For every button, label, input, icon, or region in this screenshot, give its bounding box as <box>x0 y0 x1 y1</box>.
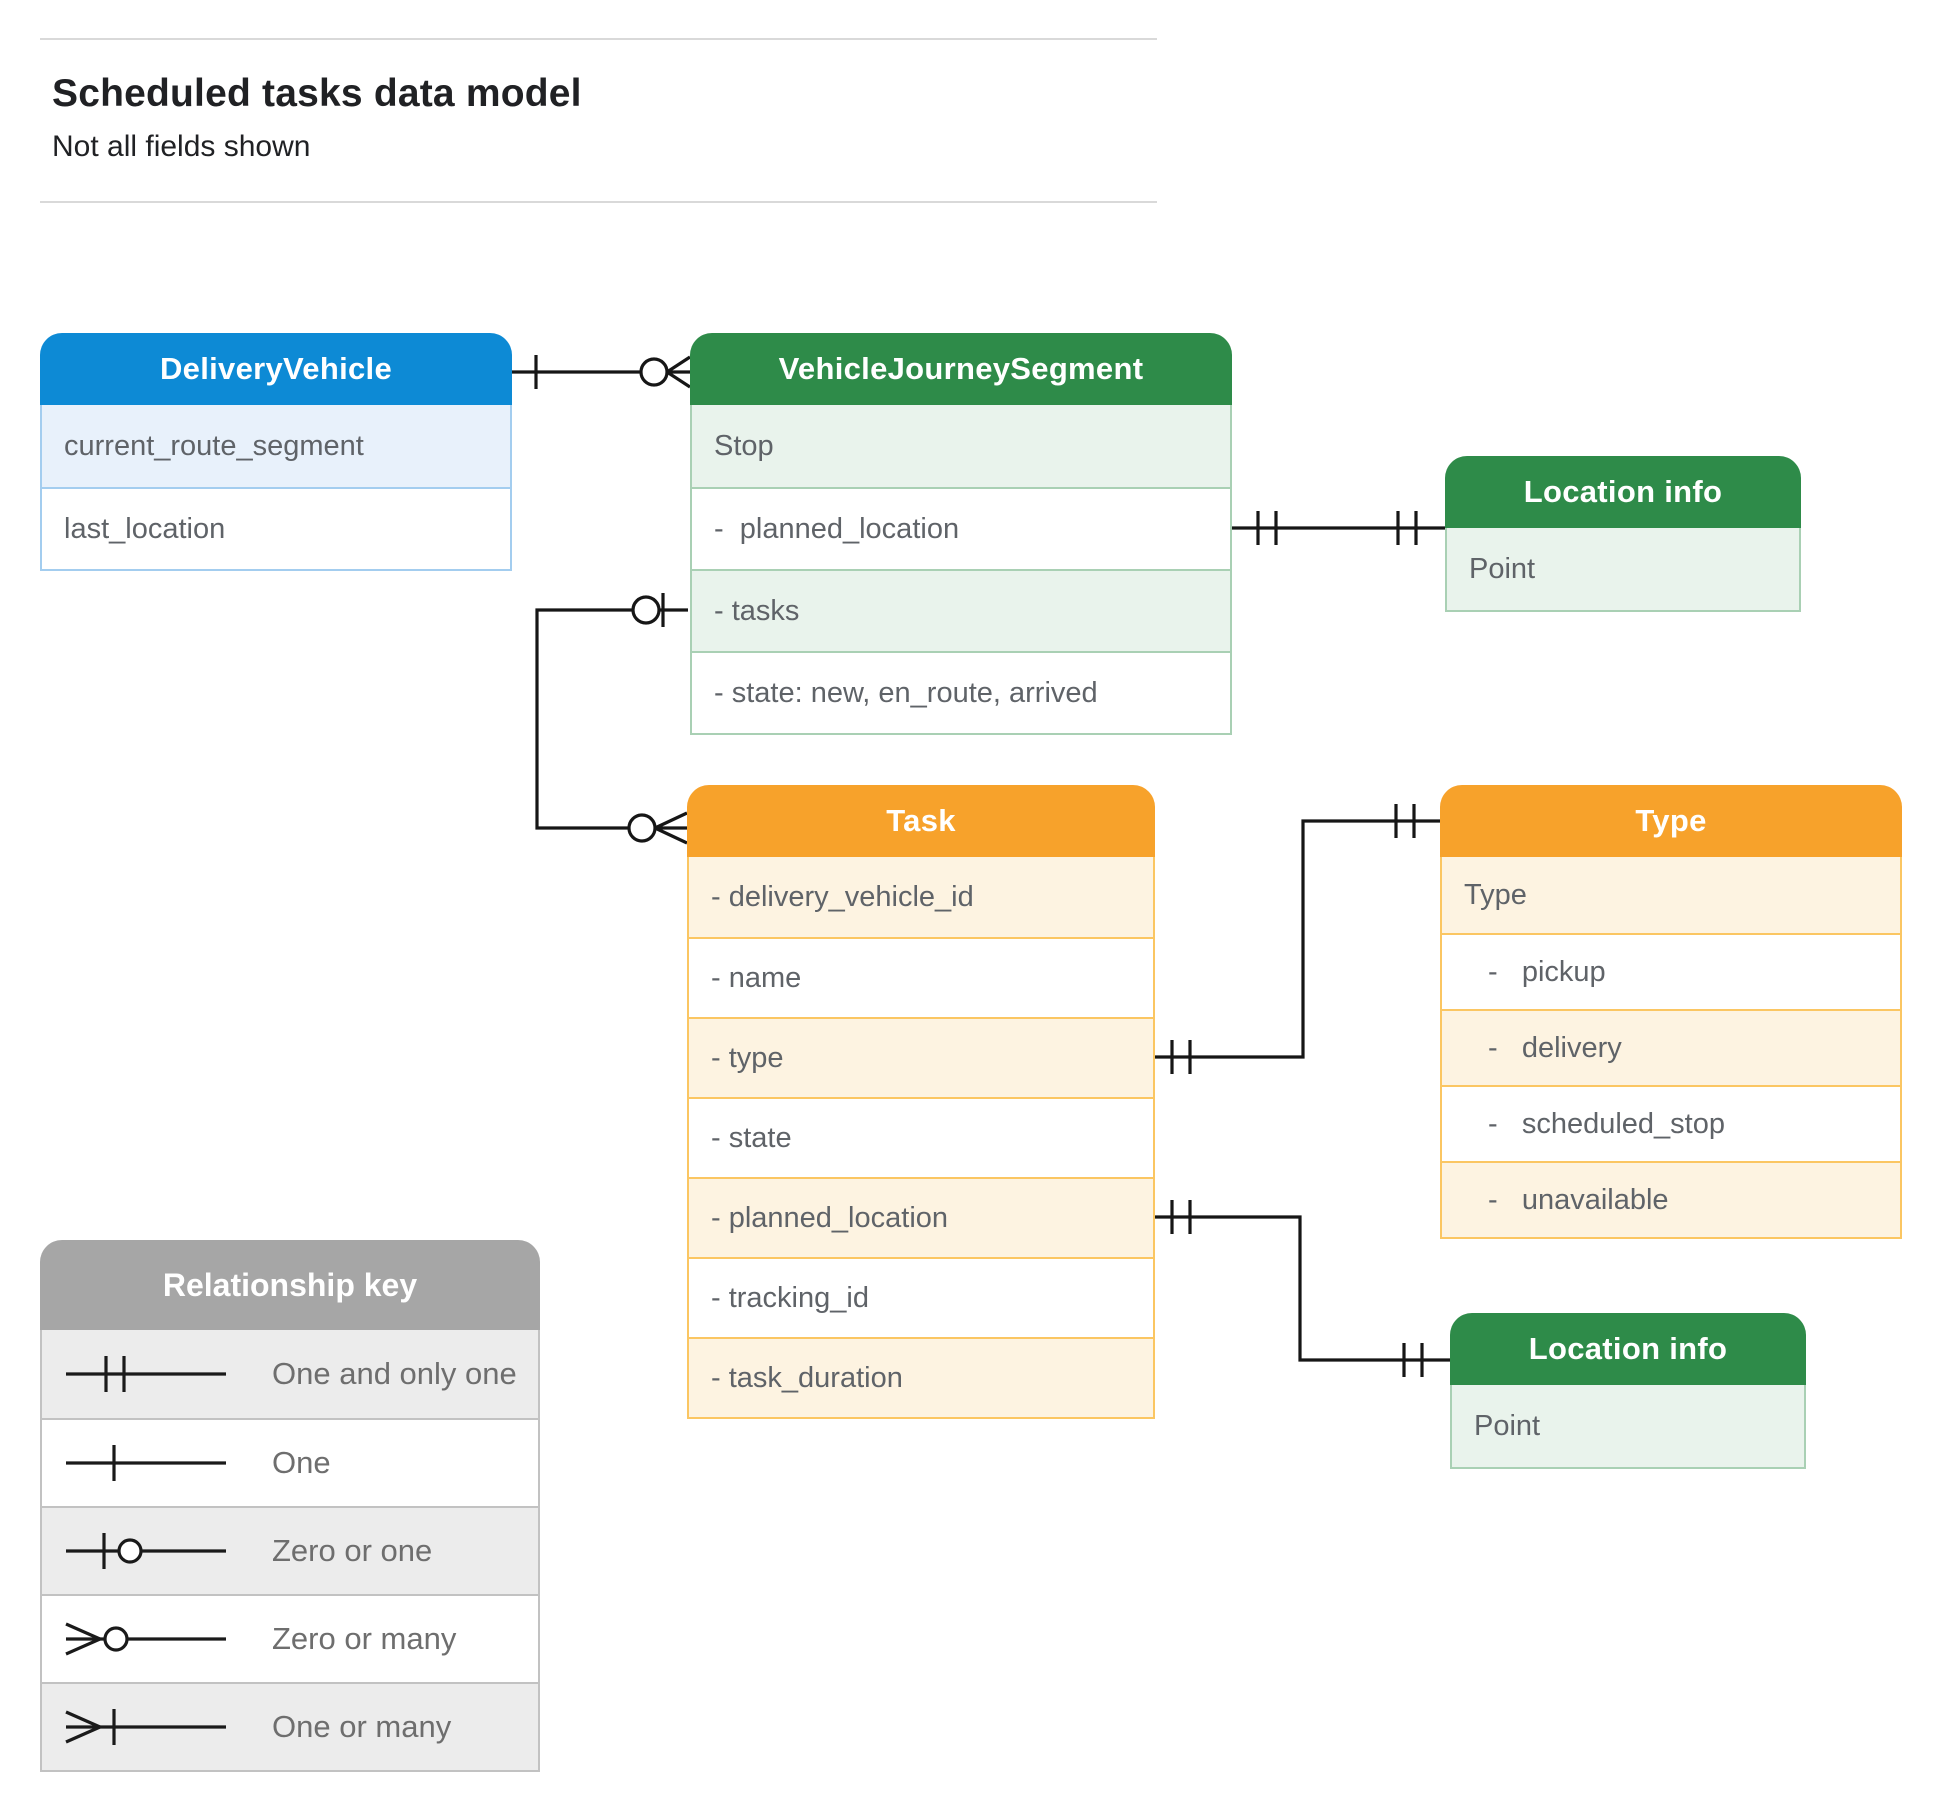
field-tasks: - tasks <box>692 569 1230 651</box>
legend-label: One and only one <box>272 1356 517 1391</box>
field-pickup: - pickup <box>1442 933 1900 1009</box>
field-state: - state <box>689 1097 1153 1177</box>
connector-deliveryvehicle-vehiclejourneysegment <box>512 355 691 389</box>
connector-vjs-locationinfo-top <box>1232 511 1445 545</box>
one-or-many-icon <box>65 1709 226 1745</box>
entity-task: Task - delivery_vehicle_id - name - type… <box>687 785 1155 1419</box>
connector-task-type <box>1155 804 1440 1074</box>
page-title: Scheduled tasks data model <box>52 72 582 115</box>
page-subtitle: Not all fields shown <box>52 130 311 163</box>
entity-location-info-top: Location info Point <box>1445 456 1801 612</box>
field-unavailable: - unavailable <box>1442 1161 1900 1237</box>
entity-type: Type Type - pickup - delivery - schedule… <box>1440 785 1902 1239</box>
entity-location-info-top-title: Location info <box>1445 456 1801 528</box>
legend-label: One <box>272 1445 331 1480</box>
field-current-route-segment: current_route_segment <box>42 405 510 487</box>
field-stop: Stop <box>692 405 1230 487</box>
legend-item-zero-or-one: Zero or one <box>42 1506 538 1594</box>
field-state-enum: - state: new, en_route, arrived <box>692 651 1230 733</box>
legend-item-one: One <box>42 1418 538 1506</box>
field-point: Point <box>1447 528 1799 610</box>
entity-delivery-vehicle: DeliveryVehicle current_route_segment la… <box>40 333 512 571</box>
field-point: Point <box>1452 1385 1804 1467</box>
entity-task-title: Task <box>687 785 1155 857</box>
zero-or-many-icon <box>65 1622 226 1656</box>
field-delivery: - delivery <box>1442 1009 1900 1085</box>
field-type-label: Type <box>1442 857 1900 933</box>
field-name: - name <box>689 937 1153 1017</box>
connector-vjs-task <box>535 593 688 845</box>
field-last-location: last_location <box>42 487 510 569</box>
relationship-key: Relationship key One and only one One <box>40 1240 540 1772</box>
legend-item-one-or-many: One or many <box>42 1682 538 1770</box>
one-and-only-one-icon <box>66 1356 226 1392</box>
entity-type-title: Type <box>1440 785 1902 857</box>
field-tracking-id: - tracking_id <box>689 1257 1153 1337</box>
legend-label: One or many <box>272 1709 452 1744</box>
entity-location-info-bottom-title: Location info <box>1450 1313 1806 1385</box>
field-delivery-vehicle-id: - delivery_vehicle_id <box>689 857 1153 937</box>
field-scheduled-stop: - scheduled_stop <box>1442 1085 1900 1161</box>
field-task-duration: - task_duration <box>689 1337 1153 1417</box>
entity-vehicle-journey-segment-title: VehicleJourneySegment <box>690 333 1232 405</box>
legend-label: Zero or many <box>272 1621 457 1656</box>
legend-item-one-and-only-one: One and only one <box>42 1330 538 1418</box>
relationship-key-title: Relationship key <box>40 1240 540 1330</box>
field-planned-location: - planned_location <box>692 487 1230 569</box>
legend-label: Zero or one <box>272 1533 433 1568</box>
entity-delivery-vehicle-title: DeliveryVehicle <box>40 333 512 405</box>
zero-or-one-icon <box>66 1533 226 1569</box>
header-divider <box>40 201 1157 203</box>
one-icon <box>66 1445 226 1481</box>
legend-item-zero-or-many: Zero or many <box>42 1594 538 1682</box>
entity-location-info-bottom: Location info Point <box>1450 1313 1806 1469</box>
field-type: - type <box>689 1017 1153 1097</box>
connector-task-locationinfo-bottom <box>1155 1200 1450 1377</box>
entity-vehicle-journey-segment: VehicleJourneySegment Stop - planned_loc… <box>690 333 1232 735</box>
top-divider <box>40 38 1157 40</box>
field-planned-location: - planned_location <box>689 1177 1153 1257</box>
